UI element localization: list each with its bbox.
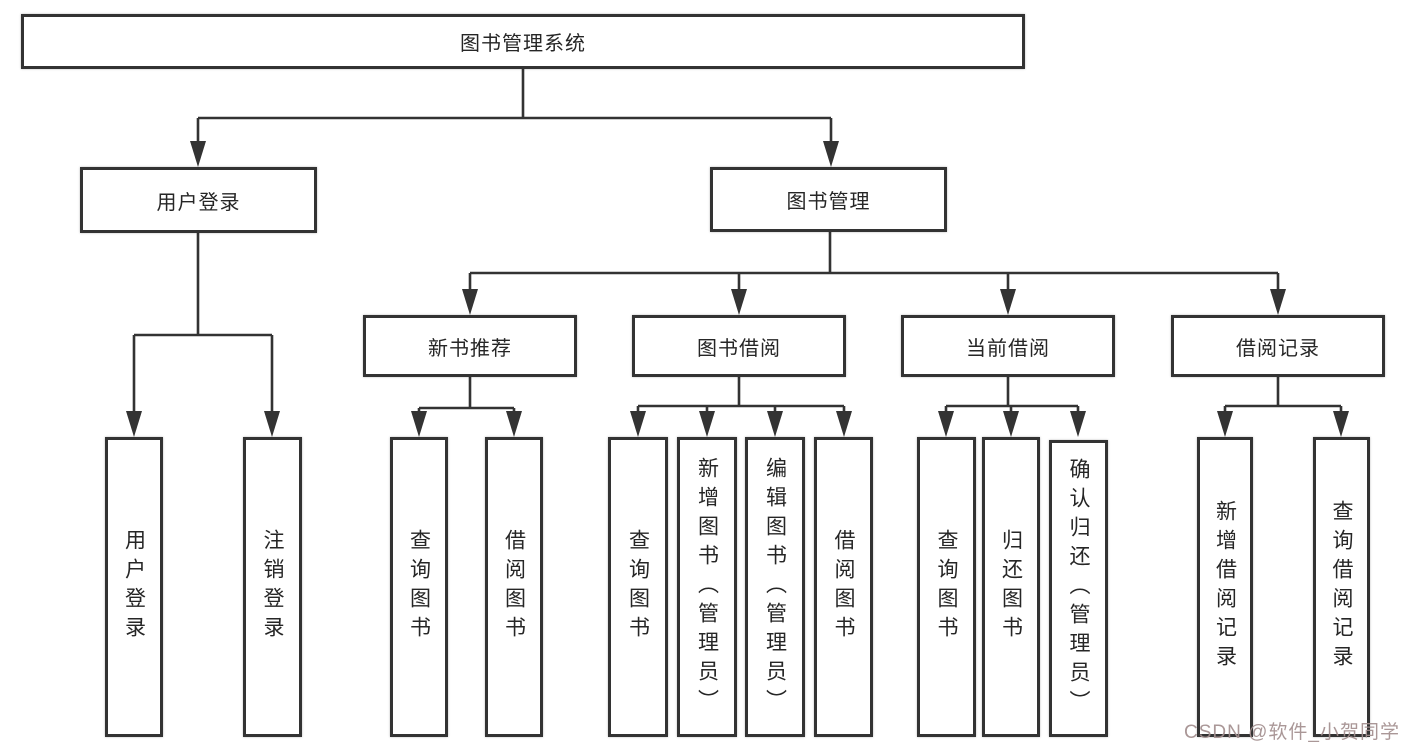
- arrowhead: [836, 411, 852, 437]
- connector-root-children: [190, 69, 839, 167]
- connector-book-borrowing-children: [630, 377, 852, 437]
- node-leaf-cb-confirm-return-admin: 确认归还（管理员）: [1049, 440, 1108, 737]
- node-leaf-bb-borrow-books: 借阅图书: [814, 437, 873, 737]
- csdn-watermark: CSDN @软件_小贺同学: [1184, 722, 1400, 743]
- arrowhead: [1333, 411, 1349, 437]
- connector-current-borrowing-children: [938, 377, 1086, 437]
- node-leaf-br-add-record: 新增借阅记录: [1197, 437, 1253, 737]
- node-leaf-br-query-record: 查询借阅记录: [1313, 437, 1370, 737]
- arrowhead: [1270, 289, 1286, 315]
- arrowhead: [630, 411, 646, 437]
- arrowhead: [1000, 289, 1016, 315]
- node-leaf-bb-add-books-admin: 新增图书（管理员）: [677, 437, 737, 737]
- arrowhead: [126, 411, 142, 437]
- arrowhead: [411, 411, 427, 437]
- node-book-borrowing: 图书借阅: [632, 315, 846, 377]
- node-leaf-nb-query-books: 查询图书: [390, 437, 448, 737]
- arrowhead: [938, 411, 954, 437]
- arrowhead: [462, 289, 478, 315]
- node-current-borrowing: 当前借阅: [901, 315, 1115, 377]
- arrowhead: [264, 411, 280, 437]
- connector-borrowing-records-children: [1217, 377, 1349, 437]
- arrowhead: [1003, 411, 1019, 437]
- node-borrowing-records: 借阅记录: [1171, 315, 1385, 377]
- node-new-book-recommendation: 新书推荐: [363, 315, 577, 377]
- arrowhead: [823, 141, 839, 167]
- arrowhead: [1217, 411, 1233, 437]
- node-leaf-user-login: 用户登录: [105, 437, 163, 737]
- node-leaf-bb-query-books: 查询图书: [608, 437, 668, 737]
- node-leaf-cb-return-books: 归还图书: [982, 437, 1040, 737]
- arrowhead: [506, 411, 522, 437]
- arrowhead: [767, 411, 783, 437]
- node-user-login: 用户登录: [80, 167, 317, 233]
- node-leaf-cb-query-books: 查询图书: [917, 437, 976, 737]
- arrowhead: [190, 141, 206, 167]
- connector-new-book-children: [411, 377, 522, 437]
- node-book-management: 图书管理: [710, 167, 947, 232]
- node-leaf-bb-edit-books-admin: 编辑图书（管理员）: [745, 437, 805, 737]
- node-leaf-logout: 注销登录: [243, 437, 302, 737]
- arrowhead: [1070, 411, 1086, 437]
- connector-book-management-children: [462, 232, 1286, 315]
- node-leaf-nb-borrow-books: 借阅图书: [485, 437, 543, 737]
- node-root-library-management-system: 图书管理系统: [21, 14, 1025, 69]
- arrowhead: [699, 411, 715, 437]
- arrowhead: [731, 289, 747, 315]
- connector-user-login-children: [126, 233, 280, 437]
